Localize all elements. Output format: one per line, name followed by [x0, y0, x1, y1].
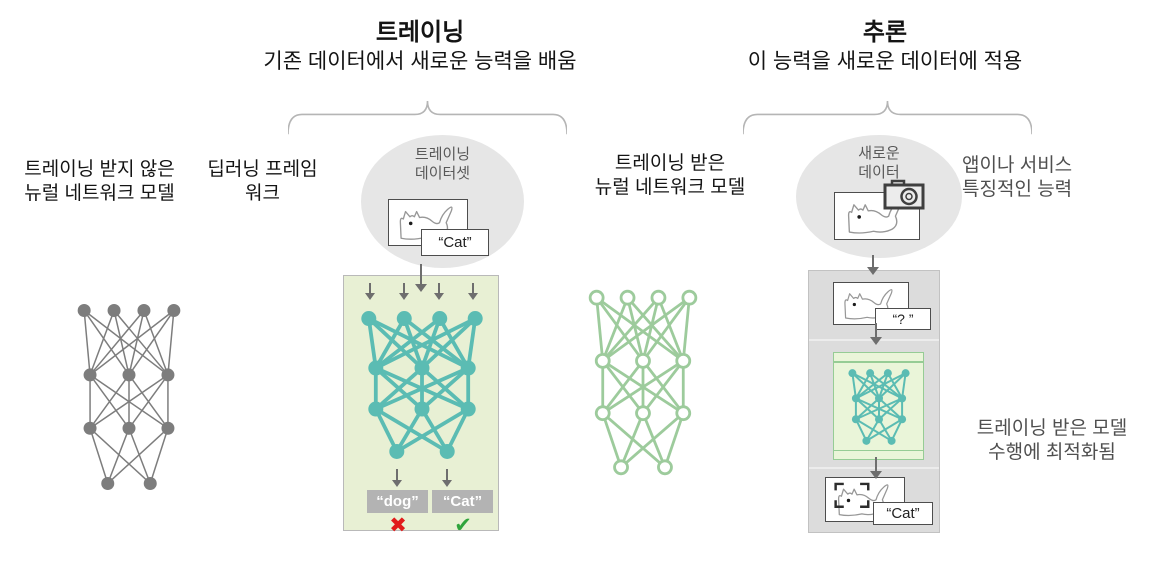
- training-box: “dog” “Cat” ✖ ✔: [343, 275, 499, 537]
- focus-brackets-icon: [834, 482, 870, 509]
- output-arrow: [442, 469, 452, 487]
- inference-header: 추론 이 능력을 새로운 데이터에 적용: [660, 18, 1110, 75]
- new-data-label: 새로운 데이터: [858, 145, 900, 181]
- flow-arrow: [867, 255, 879, 275]
- inference-subtitle: 이 능력을 새로운 데이터에 적용: [747, 50, 1023, 73]
- cat-chip: “Cat”: [421, 229, 489, 256]
- flow-arrow: [870, 457, 882, 479]
- dog-output-chip: “dog”: [367, 490, 428, 513]
- flow-arrow: [870, 323, 882, 345]
- training-header: 트레이닝 기존 데이터에서 새로운 능력을 배움: [170, 18, 670, 75]
- app-service-label: 앱이나 서비스 특징적인 능력: [962, 155, 1073, 201]
- input-arrow: [365, 283, 375, 300]
- stack-divider: [809, 467, 939, 469]
- inference-stack: “? ” “Cat”: [808, 270, 940, 533]
- new-data-bubble: 새로운 데이터: [796, 135, 962, 258]
- input-arrow: [434, 283, 444, 300]
- input-arrow: [468, 283, 478, 300]
- inference-title: 추론: [862, 19, 908, 46]
- camera-icon: [883, 179, 925, 210]
- result-cat-chip: “Cat”: [873, 502, 933, 525]
- training-dataset-bubble: 트레이닝 데이터셋 “Cat”: [361, 135, 524, 268]
- untrained-model-label: 트레이닝 받지 않은 뉴럴 네트워크 모델: [24, 159, 175, 205]
- training-subtitle: 기존 데이터에서 새로운 능력을 배움: [263, 50, 577, 73]
- untrained-network-graphic: [77, 304, 181, 490]
- output-arrow: [392, 469, 402, 487]
- question-chip: “? ”: [875, 308, 931, 330]
- optimized-model-label: 트레이닝 받은 모델 수행에 최적화됨: [976, 418, 1128, 464]
- correct-mark-icon: ✔: [454, 514, 472, 537]
- training-brace-icon: [288, 100, 567, 135]
- training-dataset-label: 트레이닝 데이터셋: [414, 146, 471, 182]
- deployed-model-card: [833, 352, 924, 460]
- trained-network-graphic: [588, 289, 698, 476]
- trained-model-label: 트레이닝 받은 뉴럴 네트워크 모델: [594, 153, 746, 199]
- deployed-network-graphic: [848, 369, 910, 445]
- input-arrow: [399, 283, 409, 300]
- cat-output-chip: “Cat”: [432, 490, 493, 513]
- training-title: 트레이닝: [375, 19, 465, 46]
- flow-arrow: [415, 264, 427, 292]
- wrong-mark-icon: ✖: [389, 514, 407, 537]
- training-network-graphic: [361, 311, 483, 459]
- framework-label: 딥러닝 프레임 워크: [207, 159, 318, 205]
- inference-brace-icon: [743, 100, 1032, 135]
